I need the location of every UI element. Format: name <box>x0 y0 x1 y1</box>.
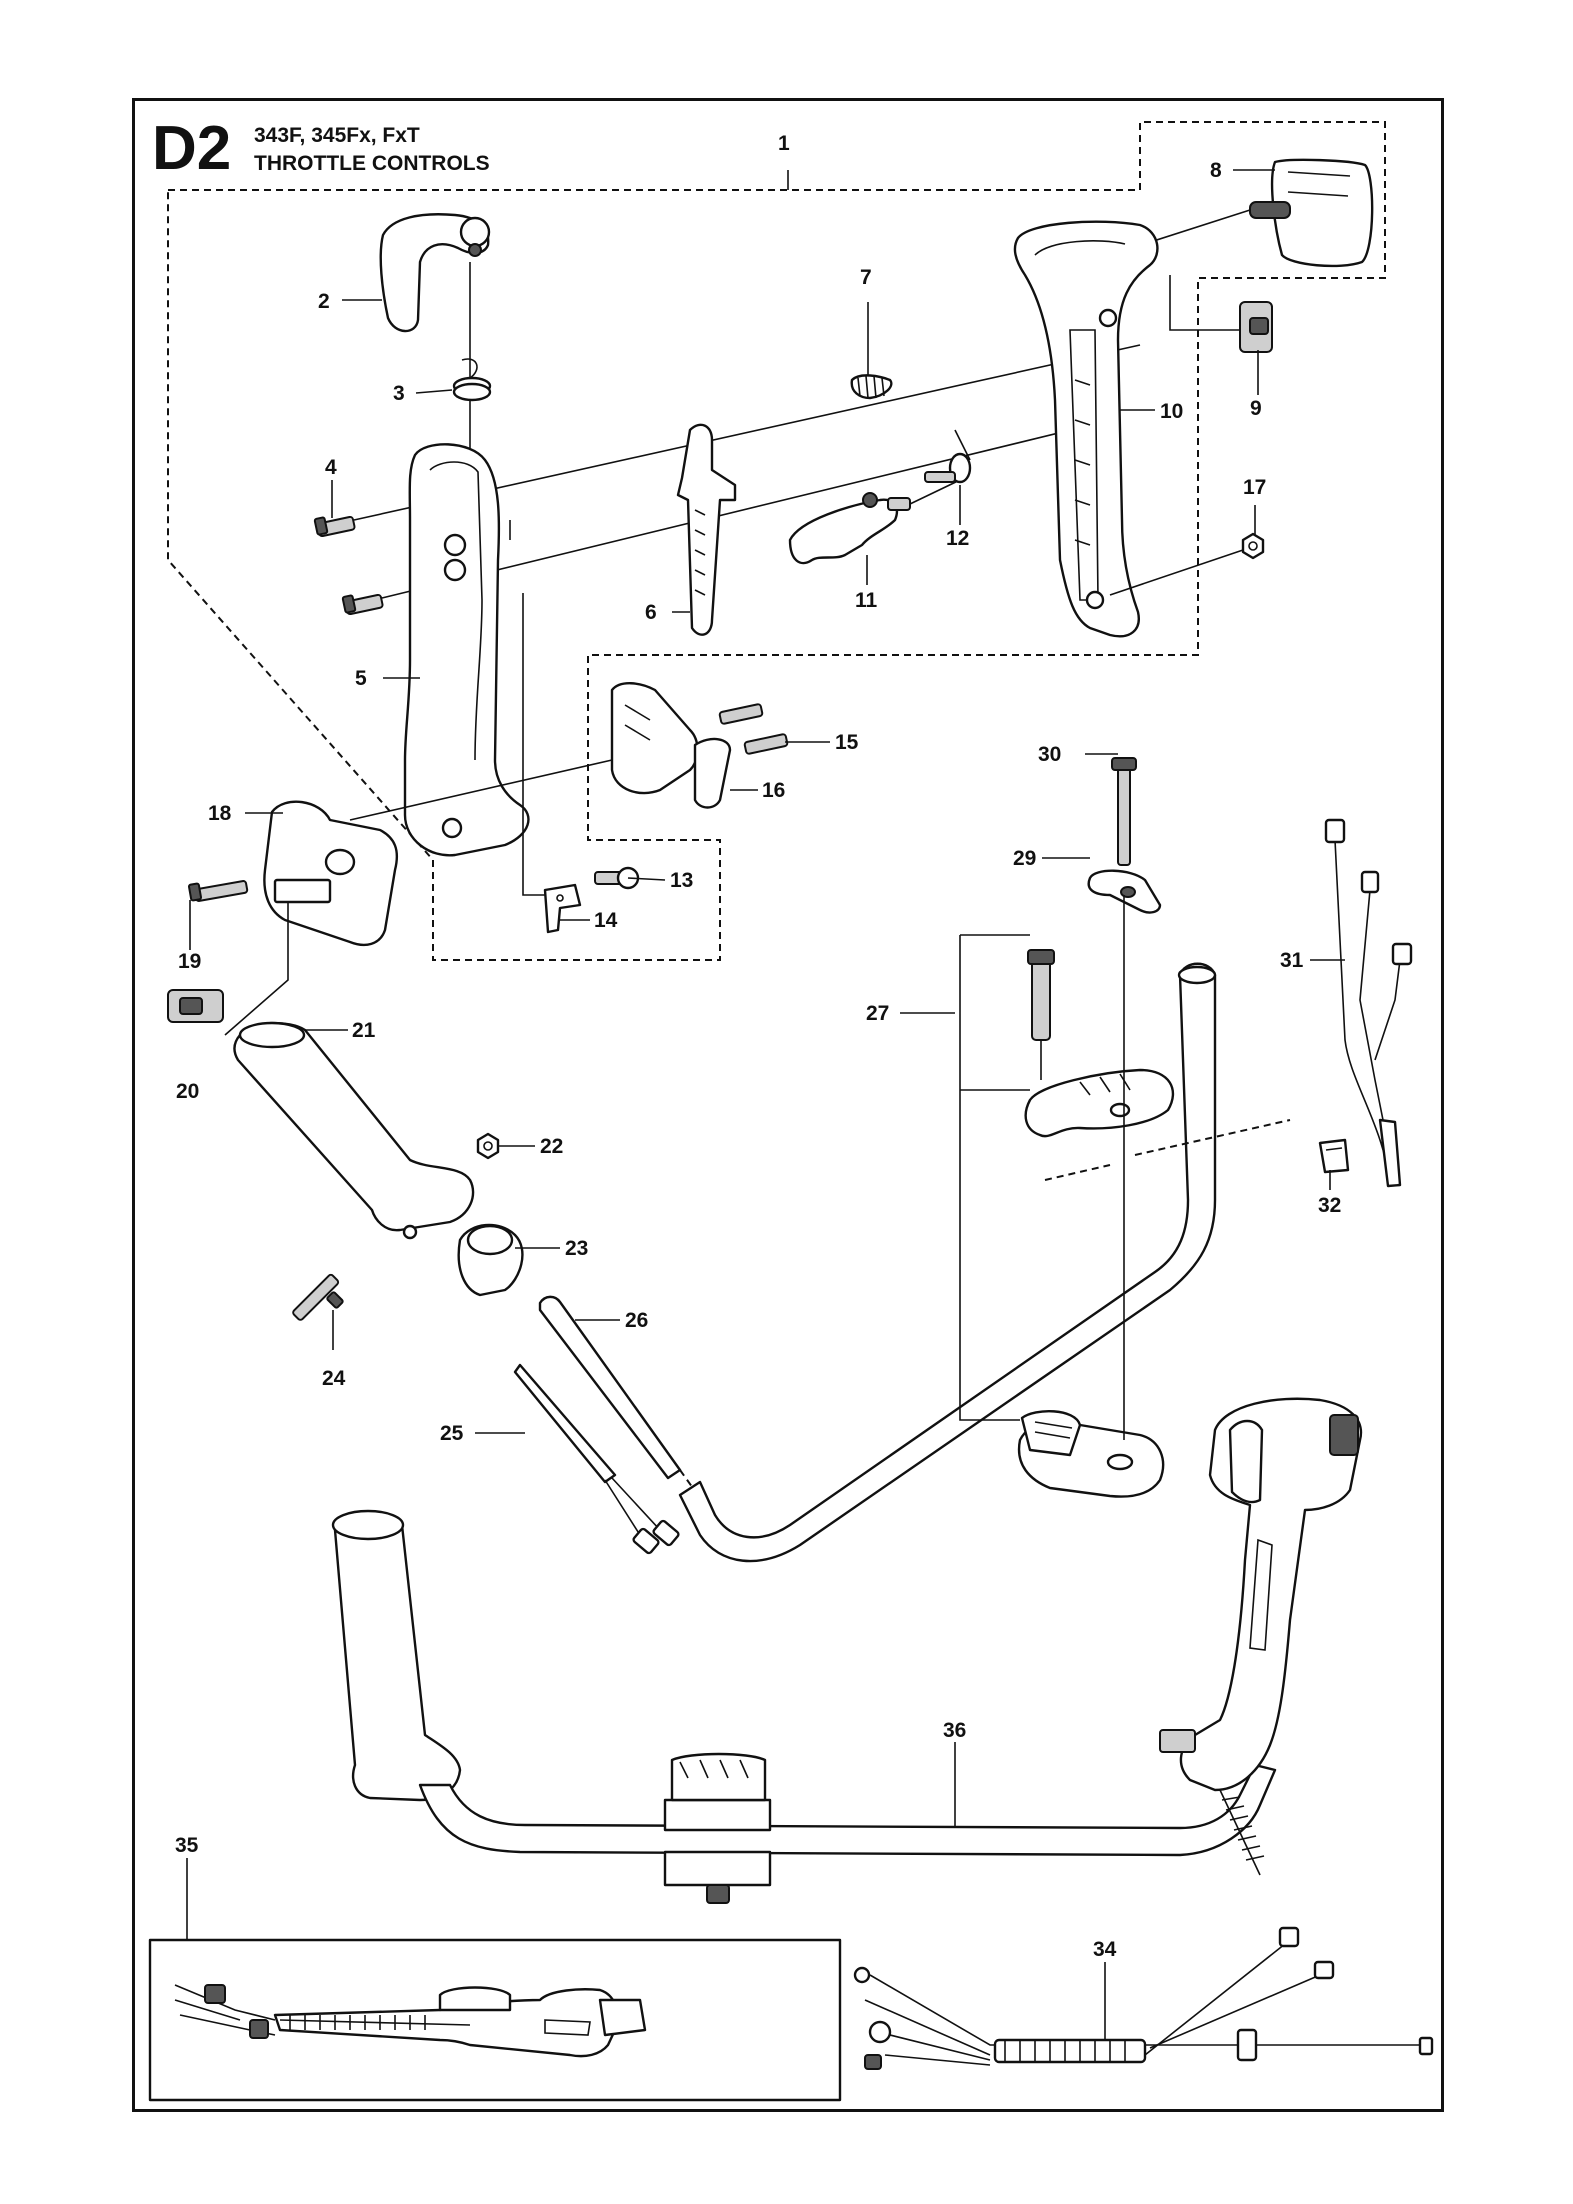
part-8-cover <box>1109 158 1374 268</box>
label-18: 18 <box>208 802 232 825</box>
part-19-screw <box>188 880 249 902</box>
diagram-frame <box>132 98 1444 2112</box>
part-27-clamp <box>1024 949 1174 1138</box>
label-23: 23 <box>565 1237 588 1260</box>
label-20: 20 <box>176 1080 199 1103</box>
part-20-switch <box>167 989 224 1023</box>
part-12-pin <box>924 429 972 484</box>
label-31: 31 <box>1280 949 1304 972</box>
part-16-bracket <box>349 682 789 821</box>
model-list: 343F, 345Fx, FxT <box>254 124 420 147</box>
label-9: 9 <box>1250 397 1262 420</box>
part-29-nut-plate <box>1087 869 1162 914</box>
label-19: 19 <box>178 950 201 973</box>
part-31-wire-harness <box>1324 818 1413 1188</box>
label-22: 22 <box>540 1135 563 1158</box>
label-13: 13 <box>670 869 693 892</box>
part-30-bolt <box>1111 757 1137 1440</box>
group-1-outline <box>167 121 1386 961</box>
part-2-throttle-trigger <box>379 213 491 460</box>
label-5: 5 <box>355 667 367 690</box>
label-14: 14 <box>594 909 618 932</box>
label-3: 3 <box>393 382 405 405</box>
label-11: 11 <box>855 589 878 612</box>
part-25-cable <box>513 1363 680 1555</box>
part-4b-screw <box>341 417 1121 616</box>
part-6-stop-lever <box>676 423 737 636</box>
part-9-switch <box>1169 275 1273 353</box>
label-17: 17 <box>1243 476 1266 499</box>
part-26-tube <box>538 1295 706 1506</box>
page-title: THROTTLE CONTROLS <box>254 152 490 175</box>
label-16: 16 <box>762 779 785 802</box>
label-25: 25 <box>440 1422 464 1445</box>
label-32: 32 <box>1318 1194 1341 1217</box>
part-3-spring <box>452 358 492 402</box>
label-30: 30 <box>1038 743 1061 766</box>
label-8: 8 <box>1210 159 1222 182</box>
part-22-nut <box>476 1132 500 1160</box>
part-10-handle-half <box>1013 220 1159 638</box>
label-24: 24 <box>322 1367 346 1390</box>
label-7: 7 <box>860 266 872 289</box>
part-17-nut <box>1109 532 1265 596</box>
part-27-clamp-lower <box>1017 1410 1165 1498</box>
label-34: 34 <box>1093 1938 1117 1961</box>
label-26: 26 <box>625 1309 648 1332</box>
part-11-trigger <box>788 479 961 565</box>
part-7-spring <box>850 374 893 400</box>
label-10: 10 <box>1160 400 1183 423</box>
part-5-handle-half <box>403 443 530 857</box>
label-21: 21 <box>352 1019 376 1042</box>
part-35-inset <box>148 1938 842 2102</box>
label-6: 6 <box>645 601 657 624</box>
part-24-screw <box>292 1273 344 1321</box>
label-1: 1 <box>778 132 790 155</box>
label-35: 35 <box>175 1834 199 1857</box>
leader-lines <box>186 169 1345 2040</box>
part-34-wire-harness <box>853 1926 1434 2070</box>
label-4: 4 <box>325 456 337 479</box>
label-36: 36 <box>943 1719 966 1742</box>
label-27: 27 <box>866 1002 889 1025</box>
part-36-handlebar-assembly <box>331 1397 1363 1904</box>
page-code: D2 <box>152 114 232 183</box>
part-32-clip <box>1318 1138 1350 1174</box>
part-18-cover <box>224 800 399 1036</box>
part-21-grip <box>233 1021 475 1240</box>
label-12: 12 <box>946 527 969 550</box>
label-29: 29 <box>1013 847 1036 870</box>
label-2: 2 <box>318 290 330 313</box>
part-23-knob <box>457 1223 524 1297</box>
handlebar-tube <box>678 962 1291 1563</box>
part-labels: 1 2 3 4 5 6 7 8 9 10 11 12 13 14 15 16 1… <box>175 132 1341 1961</box>
label-15: 15 <box>835 731 859 754</box>
